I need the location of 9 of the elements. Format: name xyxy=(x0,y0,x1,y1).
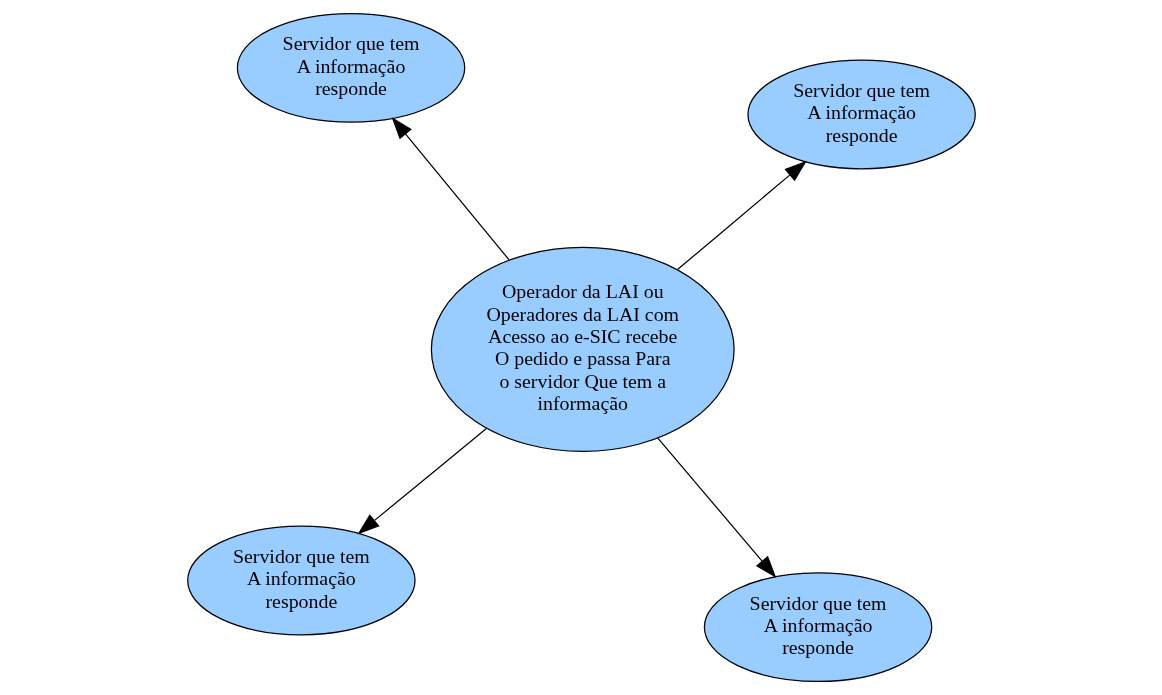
arrow xyxy=(676,160,807,271)
node-ellipse: Operador da LAI ou Operadores da LAI com Acesso ao e-SIC recebe O pedido e passa Para o servidor Que tem a informação xyxy=(430,246,735,453)
node-ellipse: Servidor que tem A informação responde xyxy=(746,59,976,170)
arrow xyxy=(656,437,776,578)
node-ellipse: Servidor que tem A informação responde xyxy=(236,12,465,123)
arrow xyxy=(356,427,487,535)
node-ellipse: Servidor que tem A informação responde xyxy=(703,572,932,683)
arrow xyxy=(391,117,510,261)
node-ellipse: Servidor que tem A informação responde xyxy=(186,525,416,636)
